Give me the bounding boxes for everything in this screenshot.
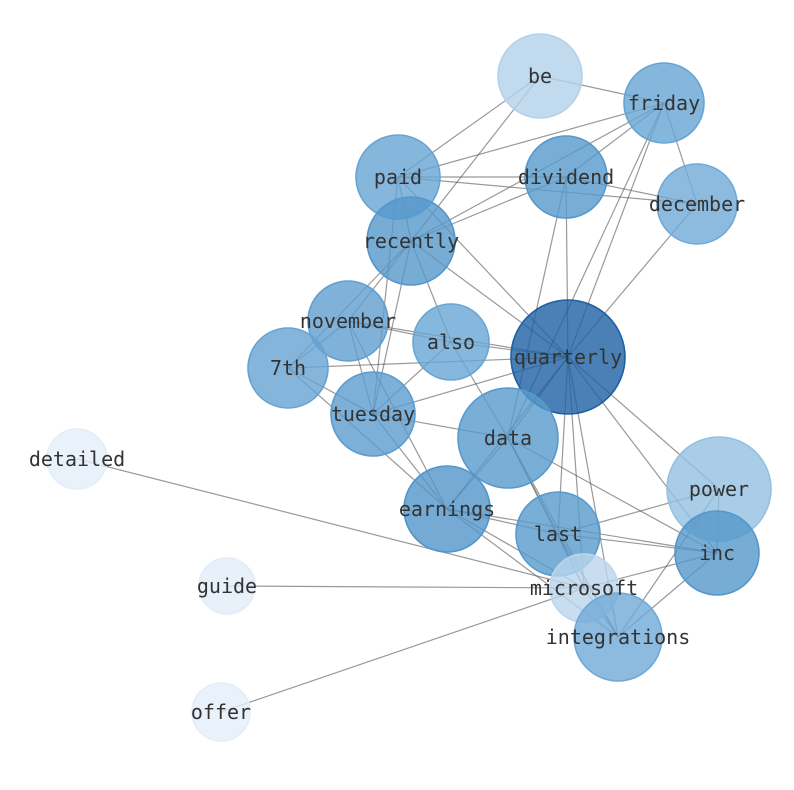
node-offer — [191, 682, 251, 742]
node-december — [656, 163, 738, 245]
node-guide — [198, 557, 256, 615]
edge-microsoft-offer — [220, 587, 585, 713]
node-be — [497, 33, 583, 119]
node-layer — [46, 33, 772, 742]
node-tuesday — [330, 371, 416, 457]
edge-microsoft-guide — [226, 585, 585, 589]
edge-friday-paid — [397, 102, 665, 178]
node-dividend — [524, 135, 608, 219]
node-earnings — [403, 465, 491, 553]
node-inc — [674, 510, 760, 596]
node-quarterly — [510, 299, 626, 415]
node-also — [412, 303, 490, 381]
node-november — [307, 280, 389, 362]
edge-microsoft-detailed — [76, 458, 585, 589]
node-detailed — [46, 428, 108, 490]
node-integrations — [573, 592, 663, 682]
node-friday — [623, 62, 705, 144]
node-recently — [366, 196, 456, 286]
node-data — [457, 387, 559, 489]
node-7th — [247, 327, 329, 409]
